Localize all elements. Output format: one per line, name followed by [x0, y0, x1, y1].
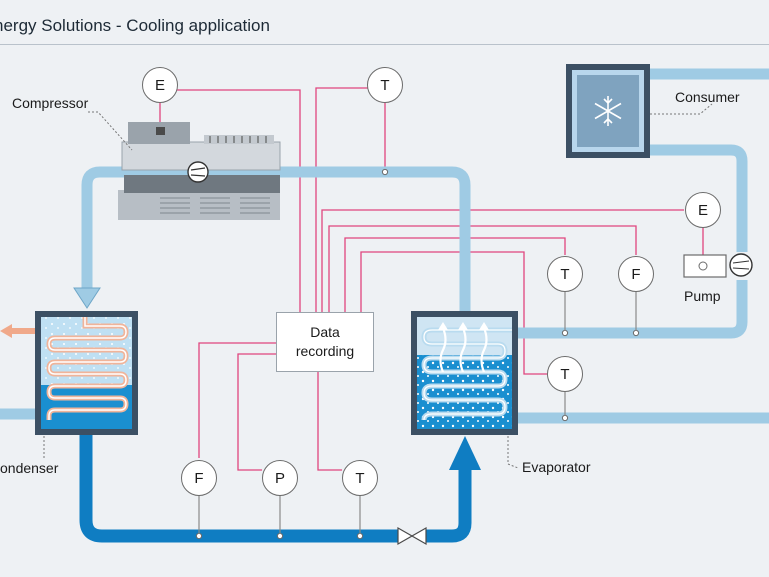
page-title: nergy Solutions - Cooling application	[0, 16, 270, 35]
pump-return-pipe	[512, 280, 748, 339]
data-recording-box: Data recording	[276, 312, 374, 372]
consumer-label: Consumer	[675, 89, 740, 105]
compressor-energy-sensor[interactable]: E	[142, 67, 178, 103]
consumer-leader	[650, 103, 713, 115]
suction-arrow	[73, 287, 101, 309]
pump-label: Pump	[684, 288, 721, 304]
signal-lines	[159, 87, 704, 471]
pump-energy-sensor[interactable]: E	[685, 192, 721, 228]
evaporator-label: Evaporator	[522, 459, 591, 475]
signal-condenser-flow	[198, 342, 276, 458]
evaporator-leader	[507, 436, 519, 469]
evaporator-temperature-sensor[interactable]: T	[547, 356, 583, 392]
compressor-leader	[88, 111, 133, 151]
top-temperature-sensor[interactable]: T	[367, 67, 403, 103]
condenser-pressure-sensor[interactable]: P	[262, 460, 298, 496]
suction-line	[81, 166, 471, 318]
data-recording-line2: recording	[295, 343, 355, 359]
signal-return-temperature	[344, 237, 566, 312]
liquid-arrow	[449, 436, 481, 470]
evaporator-vessel	[411, 311, 518, 435]
liquid-temperature-sensor[interactable]: T	[342, 460, 378, 496]
vapor-arrows	[439, 327, 488, 373]
condenser-vessel	[35, 311, 138, 435]
signal-top-temperature	[315, 87, 386, 312]
header-divider	[0, 44, 769, 45]
compressor-icon	[118, 122, 281, 220]
signal-compressor-data	[160, 89, 301, 312]
valve-icon[interactable]	[397, 526, 427, 546]
signal-liquid-temperature	[317, 372, 342, 471]
signal-condenser-pressure	[237, 353, 276, 471]
pump-icon	[683, 253, 753, 278]
return-temperature-sensor[interactable]: T	[547, 256, 583, 292]
tap-points	[195, 168, 640, 540]
signal-evaporator-temperature	[360, 251, 547, 375]
snowflake-icon	[594, 96, 622, 126]
signal-return-flow	[328, 225, 637, 312]
compressor-label: Compressor	[12, 95, 89, 111]
signal-pump-energy	[321, 209, 684, 312]
consumer-return-pipe	[650, 144, 748, 252]
condenser-label: ondenser	[0, 460, 59, 476]
return-flow-sensor[interactable]: F	[618, 256, 654, 292]
light-pipes	[0, 68, 769, 424]
condenser-flow-sensor[interactable]: F	[181, 460, 217, 496]
data-recording-line1: Data	[310, 324, 340, 340]
liquid-line	[79, 434, 472, 543]
